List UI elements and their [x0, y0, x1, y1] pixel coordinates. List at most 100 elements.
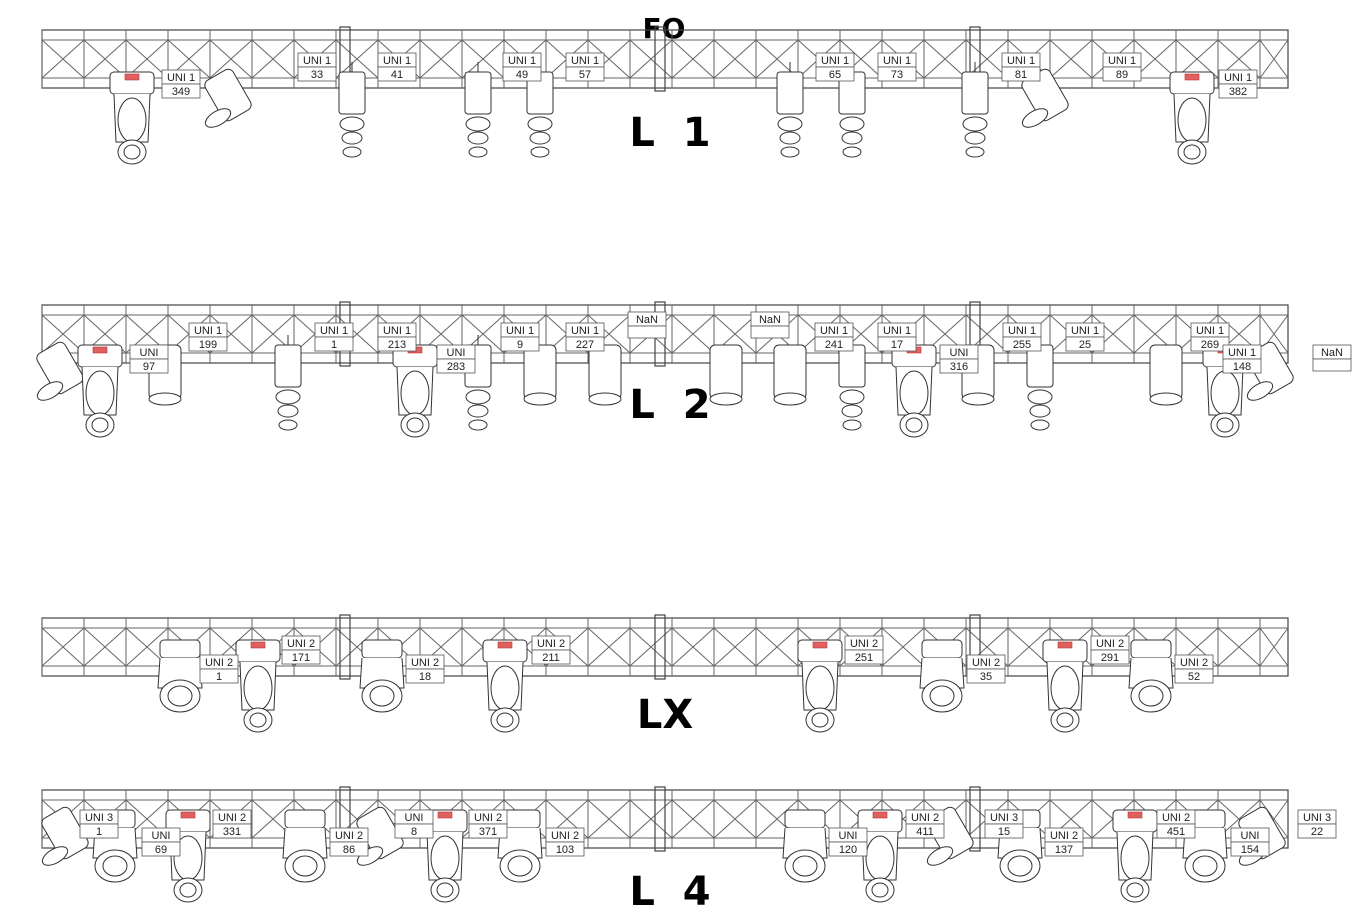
dmx-address: 9: [517, 339, 523, 351]
dmx-universe: UNI 1: [883, 55, 911, 67]
moving-head-fixture: [392, 344, 438, 438]
dmx-address: 15: [998, 826, 1010, 838]
moving-head-fixture: [422, 809, 468, 903]
dmx-universe: UNI 2: [474, 812, 502, 824]
dmx-universe: NaN: [636, 314, 658, 326]
dmx-address: 382: [1229, 86, 1247, 98]
moving-head-fixture: [109, 71, 155, 165]
row-title-l1: L 1: [629, 110, 710, 156]
dmx-address: 211: [542, 652, 560, 664]
tilted-par-fixture: [36, 341, 84, 401]
dmx-address: 251: [855, 652, 873, 664]
dmx-address: 81: [1015, 69, 1027, 81]
dmx-address: 33: [311, 69, 323, 81]
dmx-address-label: UNI 189: [1102, 52, 1142, 82]
dmx-universe: UNI 1: [1228, 347, 1256, 359]
dmx-address: 331: [223, 826, 241, 838]
dmx-address-label: UNI 322: [1297, 809, 1337, 839]
dmx-address-label: UNI 125: [1065, 322, 1105, 352]
dmx-universe: UNI: [152, 830, 171, 842]
dmx-address: 269: [1201, 339, 1219, 351]
dmx-universe: UNI 2: [551, 830, 579, 842]
dmx-address: 120: [839, 844, 857, 856]
dmx-universe: UNI 2: [1096, 638, 1124, 650]
moving-head-fixture: [891, 344, 937, 438]
dmx-universe: UNI 2: [411, 657, 439, 669]
dmx-address: 154: [1241, 844, 1259, 856]
dmx-universe: UNI 1: [820, 325, 848, 337]
dmx-address: 73: [891, 69, 903, 81]
dmx-address-label: UNI 1 199: [188, 322, 228, 352]
wash-fixture: [1128, 639, 1174, 713]
dmx-universe: UNI 3: [85, 812, 113, 824]
dmx-address: 35: [980, 671, 992, 683]
wash-fixture: [359, 639, 405, 713]
dmx-address: 97: [143, 361, 155, 373]
par-stack-fixture: [1026, 335, 1054, 431]
dmx-address: 1: [216, 671, 222, 683]
dmx-address-label: NaN: [750, 311, 790, 339]
dmx-address: 22: [1311, 826, 1323, 838]
par-stack-fixture: [838, 62, 866, 158]
dmx-address: 41: [391, 69, 403, 81]
dmx-address-label: UNI 21: [199, 654, 239, 684]
par-stack-fixture: [338, 62, 366, 158]
dmx-address: 411: [916, 826, 934, 838]
dmx-universe: UNI 2: [911, 812, 939, 824]
row-title-l4: L 4: [629, 869, 710, 915]
dmx-address: 227: [576, 339, 594, 351]
dmx-address-label: UNI 2 331: [212, 809, 252, 839]
dmx-address: 69: [155, 844, 167, 856]
dmx-address: 52: [1188, 671, 1200, 683]
dmx-address: 103: [556, 844, 574, 856]
dmx-universe: UNI 1: [194, 325, 222, 337]
dmx-address: 241: [825, 339, 843, 351]
dmx-address-label: UNI 1 73: [877, 52, 917, 82]
tilted-par-fixture: [204, 68, 252, 128]
row-title-lx: LX: [637, 692, 693, 738]
dmx-address: 171: [292, 652, 310, 664]
dmx-address-label: UNI 2 251: [844, 635, 884, 665]
dmx-universe: UNI 1: [320, 325, 348, 337]
dmx-address: 89: [1116, 69, 1128, 81]
moving-head-fixture: [857, 809, 903, 903]
dmx-address: 86: [343, 844, 355, 856]
dmx-address-label: UNI 286: [329, 827, 369, 857]
dmx-universe: UNI 1: [821, 55, 849, 67]
dmx-address: 17: [891, 339, 903, 351]
par-stack-fixture: [961, 62, 989, 158]
dmx-universe: UNI 2: [1180, 657, 1208, 669]
dmx-universe: UNI 1: [1224, 72, 1252, 84]
dmx-address: 213: [388, 339, 406, 351]
dmx-address: 316: [950, 361, 968, 373]
dmx-universe: UNI 2: [972, 657, 1000, 669]
dmx-address: 199: [199, 339, 217, 351]
moving-head-fixture: [77, 344, 123, 438]
dmx-address-label: UNI 1 33: [297, 52, 337, 82]
dmx-universe: NaN: [759, 314, 781, 326]
dmx-address-label: UNI 11: [314, 322, 354, 352]
dmx-address: 1: [96, 826, 102, 838]
moving-head-fixture: [165, 809, 211, 903]
par-stack-fixture: [838, 335, 866, 431]
dmx-address: 65: [829, 69, 841, 81]
par-can-fixture: [709, 344, 743, 406]
dmx-address: 349: [172, 86, 190, 98]
dmx-address-label: UNI 1 227: [565, 322, 605, 352]
dmx-universe: UNI 1: [303, 55, 331, 67]
par-can-fixture: [1149, 344, 1183, 406]
dmx-universe: UNI: [447, 347, 466, 359]
dmx-universe: UNI 1: [571, 325, 599, 337]
dmx-universe: UNI 2: [850, 638, 878, 650]
dmx-address-label: UNI 157: [565, 52, 605, 82]
dmx-address-label: UNI 69: [141, 827, 181, 857]
dmx-universe: UNI 2: [218, 812, 246, 824]
dmx-address: 137: [1055, 844, 1073, 856]
dmx-address-label: UNI 2 52: [1174, 654, 1214, 684]
dmx-address: 18: [419, 671, 431, 683]
